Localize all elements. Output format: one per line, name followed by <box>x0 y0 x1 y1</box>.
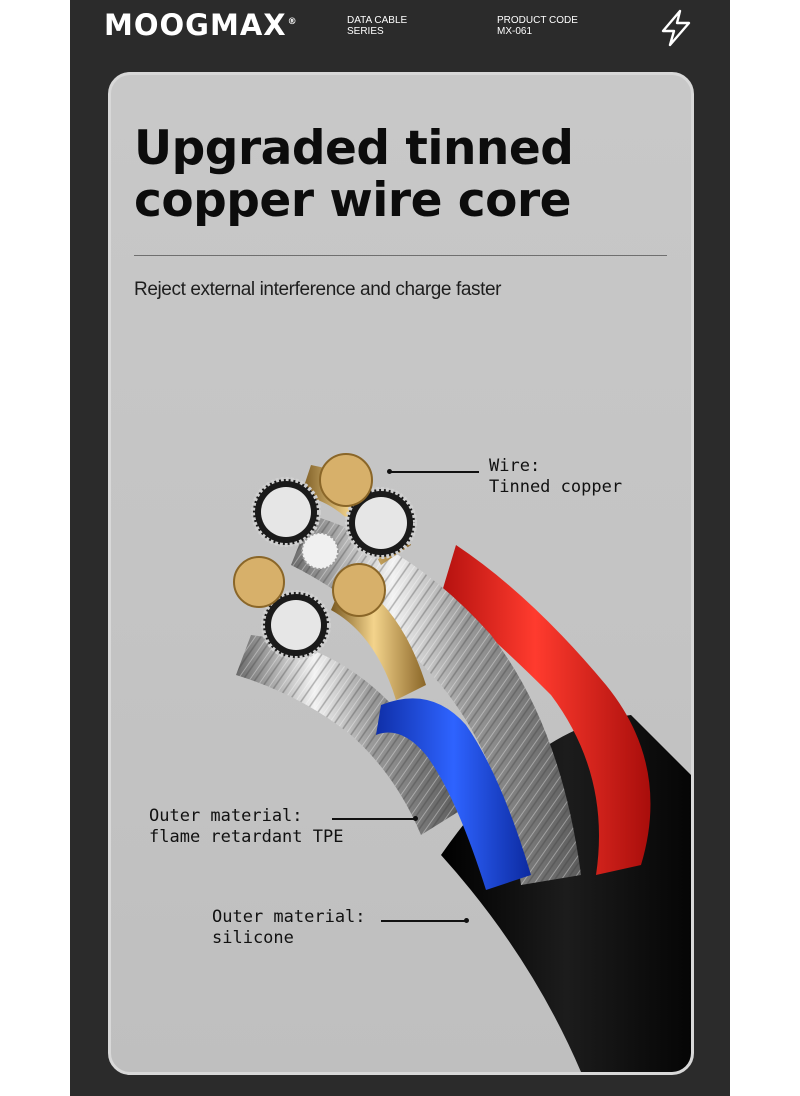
copper-strand-end-2 <box>233 556 285 608</box>
silver-strand-end-2 <box>345 487 417 559</box>
lightning-bolt-icon <box>661 9 691 47</box>
silicone-callout-line-2: silicone <box>212 928 294 948</box>
product-code-label: PRODUCT CODE MX-061 <box>497 15 578 37</box>
tpe-callout-line-2: flame retardant TPE <box>149 827 344 847</box>
copper-strand-end-1 <box>319 453 373 507</box>
product-code-line-2: MX-061 <box>497 26 533 37</box>
silver-strand-end-1 <box>251 477 321 547</box>
tpe-leader-line <box>332 816 418 821</box>
tpe-callout: Outer material: flame retardant TPE <box>149 806 343 848</box>
brand-name: MOOGMAX <box>104 8 287 42</box>
tpe-callout-line-1: Outer material: <box>149 806 303 826</box>
header-bar: MOOGMAX® DATA CABLE SERIES PRODUCT CODE … <box>70 0 730 70</box>
series-label: DATA CABLE SERIES <box>347 15 407 37</box>
divider-line <box>134 255 667 256</box>
wire-callout-line-1: Wire: <box>489 456 541 476</box>
poster-frame: MOOGMAX® DATA CABLE SERIES PRODUCT CODE … <box>70 0 730 1096</box>
copper-strand-end-3 <box>332 563 386 617</box>
headline-line-1: Upgraded tinned <box>134 121 574 176</box>
product-code-line-1: PRODUCT CODE <box>497 15 578 26</box>
subheadline: Reject external interference and charge … <box>134 279 502 300</box>
cable-illustration <box>233 453 691 1072</box>
brand-logo: MOOGMAX® <box>104 8 298 42</box>
wire-callout: Wire: Tinned copper <box>489 456 622 498</box>
headline: Upgraded tinned copper wire core <box>134 123 674 227</box>
silver-strand-center <box>301 532 339 570</box>
wire-leader-line <box>387 469 479 474</box>
headline-line-2: copper wire core <box>134 173 572 228</box>
silicone-callout: Outer material: silicone <box>212 907 366 949</box>
silicone-leader-line <box>381 918 469 923</box>
silicone-callout-line-1: Outer material: <box>212 907 366 927</box>
series-line-2: SERIES <box>347 26 384 37</box>
series-line-1: DATA CABLE <box>347 15 408 26</box>
registered-mark: ® <box>287 17 298 27</box>
content-panel: Upgraded tinned copper wire core Reject … <box>108 72 694 1075</box>
wire-callout-line-2: Tinned copper <box>489 477 623 497</box>
silver-strand-end-3 <box>261 590 331 660</box>
